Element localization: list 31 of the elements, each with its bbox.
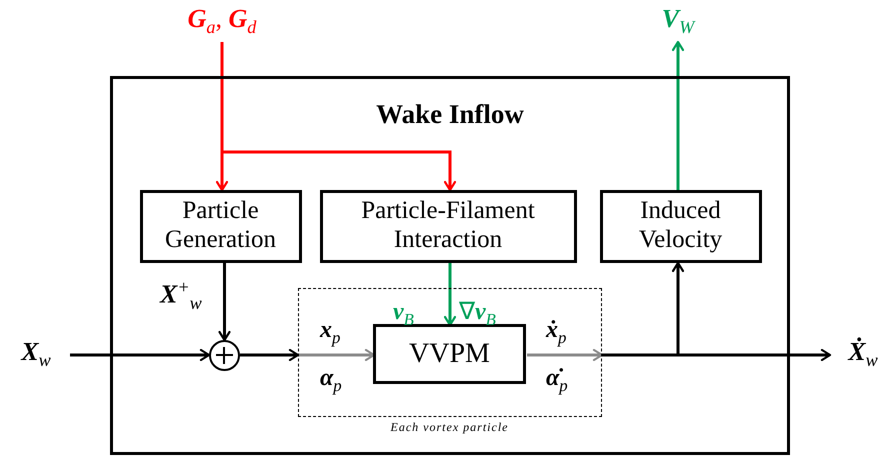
arrow [218, 263, 231, 342]
variable-label: ∇v$_{B}$ [459, 300, 496, 329]
arrow [602, 262, 684, 356]
process-box [600, 190, 762, 262]
process-box [373, 324, 526, 384]
arrow [70, 348, 210, 362]
system-boundary-box [110, 76, 790, 455]
group-caption: Each vortex particle [390, 420, 508, 434]
variable-label: Ẋ$_{w}$ [836, 339, 890, 375]
box-label: VVPM [409, 338, 490, 370]
variable-label: ẋ$_{p}$ [546, 318, 566, 347]
variable-label: X$_{w}$ [8, 339, 64, 371]
process-box [140, 190, 302, 262]
process-box [320, 190, 576, 262]
arrow [672, 40, 684, 190]
arrow [527, 348, 604, 362]
arrow [444, 263, 456, 326]
variable-label: α̇$_{p}$ [546, 366, 568, 395]
box-title: Wake Inflow [376, 99, 524, 130]
variable-label: V$_{W}$ [648, 6, 708, 38]
variable-label: G$_{a}$, G$_{d}$ [170, 6, 274, 38]
box-label: Particle-Filament Interaction [360, 197, 536, 255]
box-label: Particle Generation [164, 197, 278, 255]
arrow [240, 348, 300, 362]
arrow [298, 348, 376, 362]
box-label: Induced Velocity [638, 197, 724, 255]
variable-label: v$_{B}$ [393, 300, 414, 329]
variable-label: x$_{p}$ [320, 318, 340, 347]
variable-label: α$_{p}$ [320, 366, 342, 395]
arrow [220, 42, 456, 192]
summing-junction [208, 340, 240, 370]
